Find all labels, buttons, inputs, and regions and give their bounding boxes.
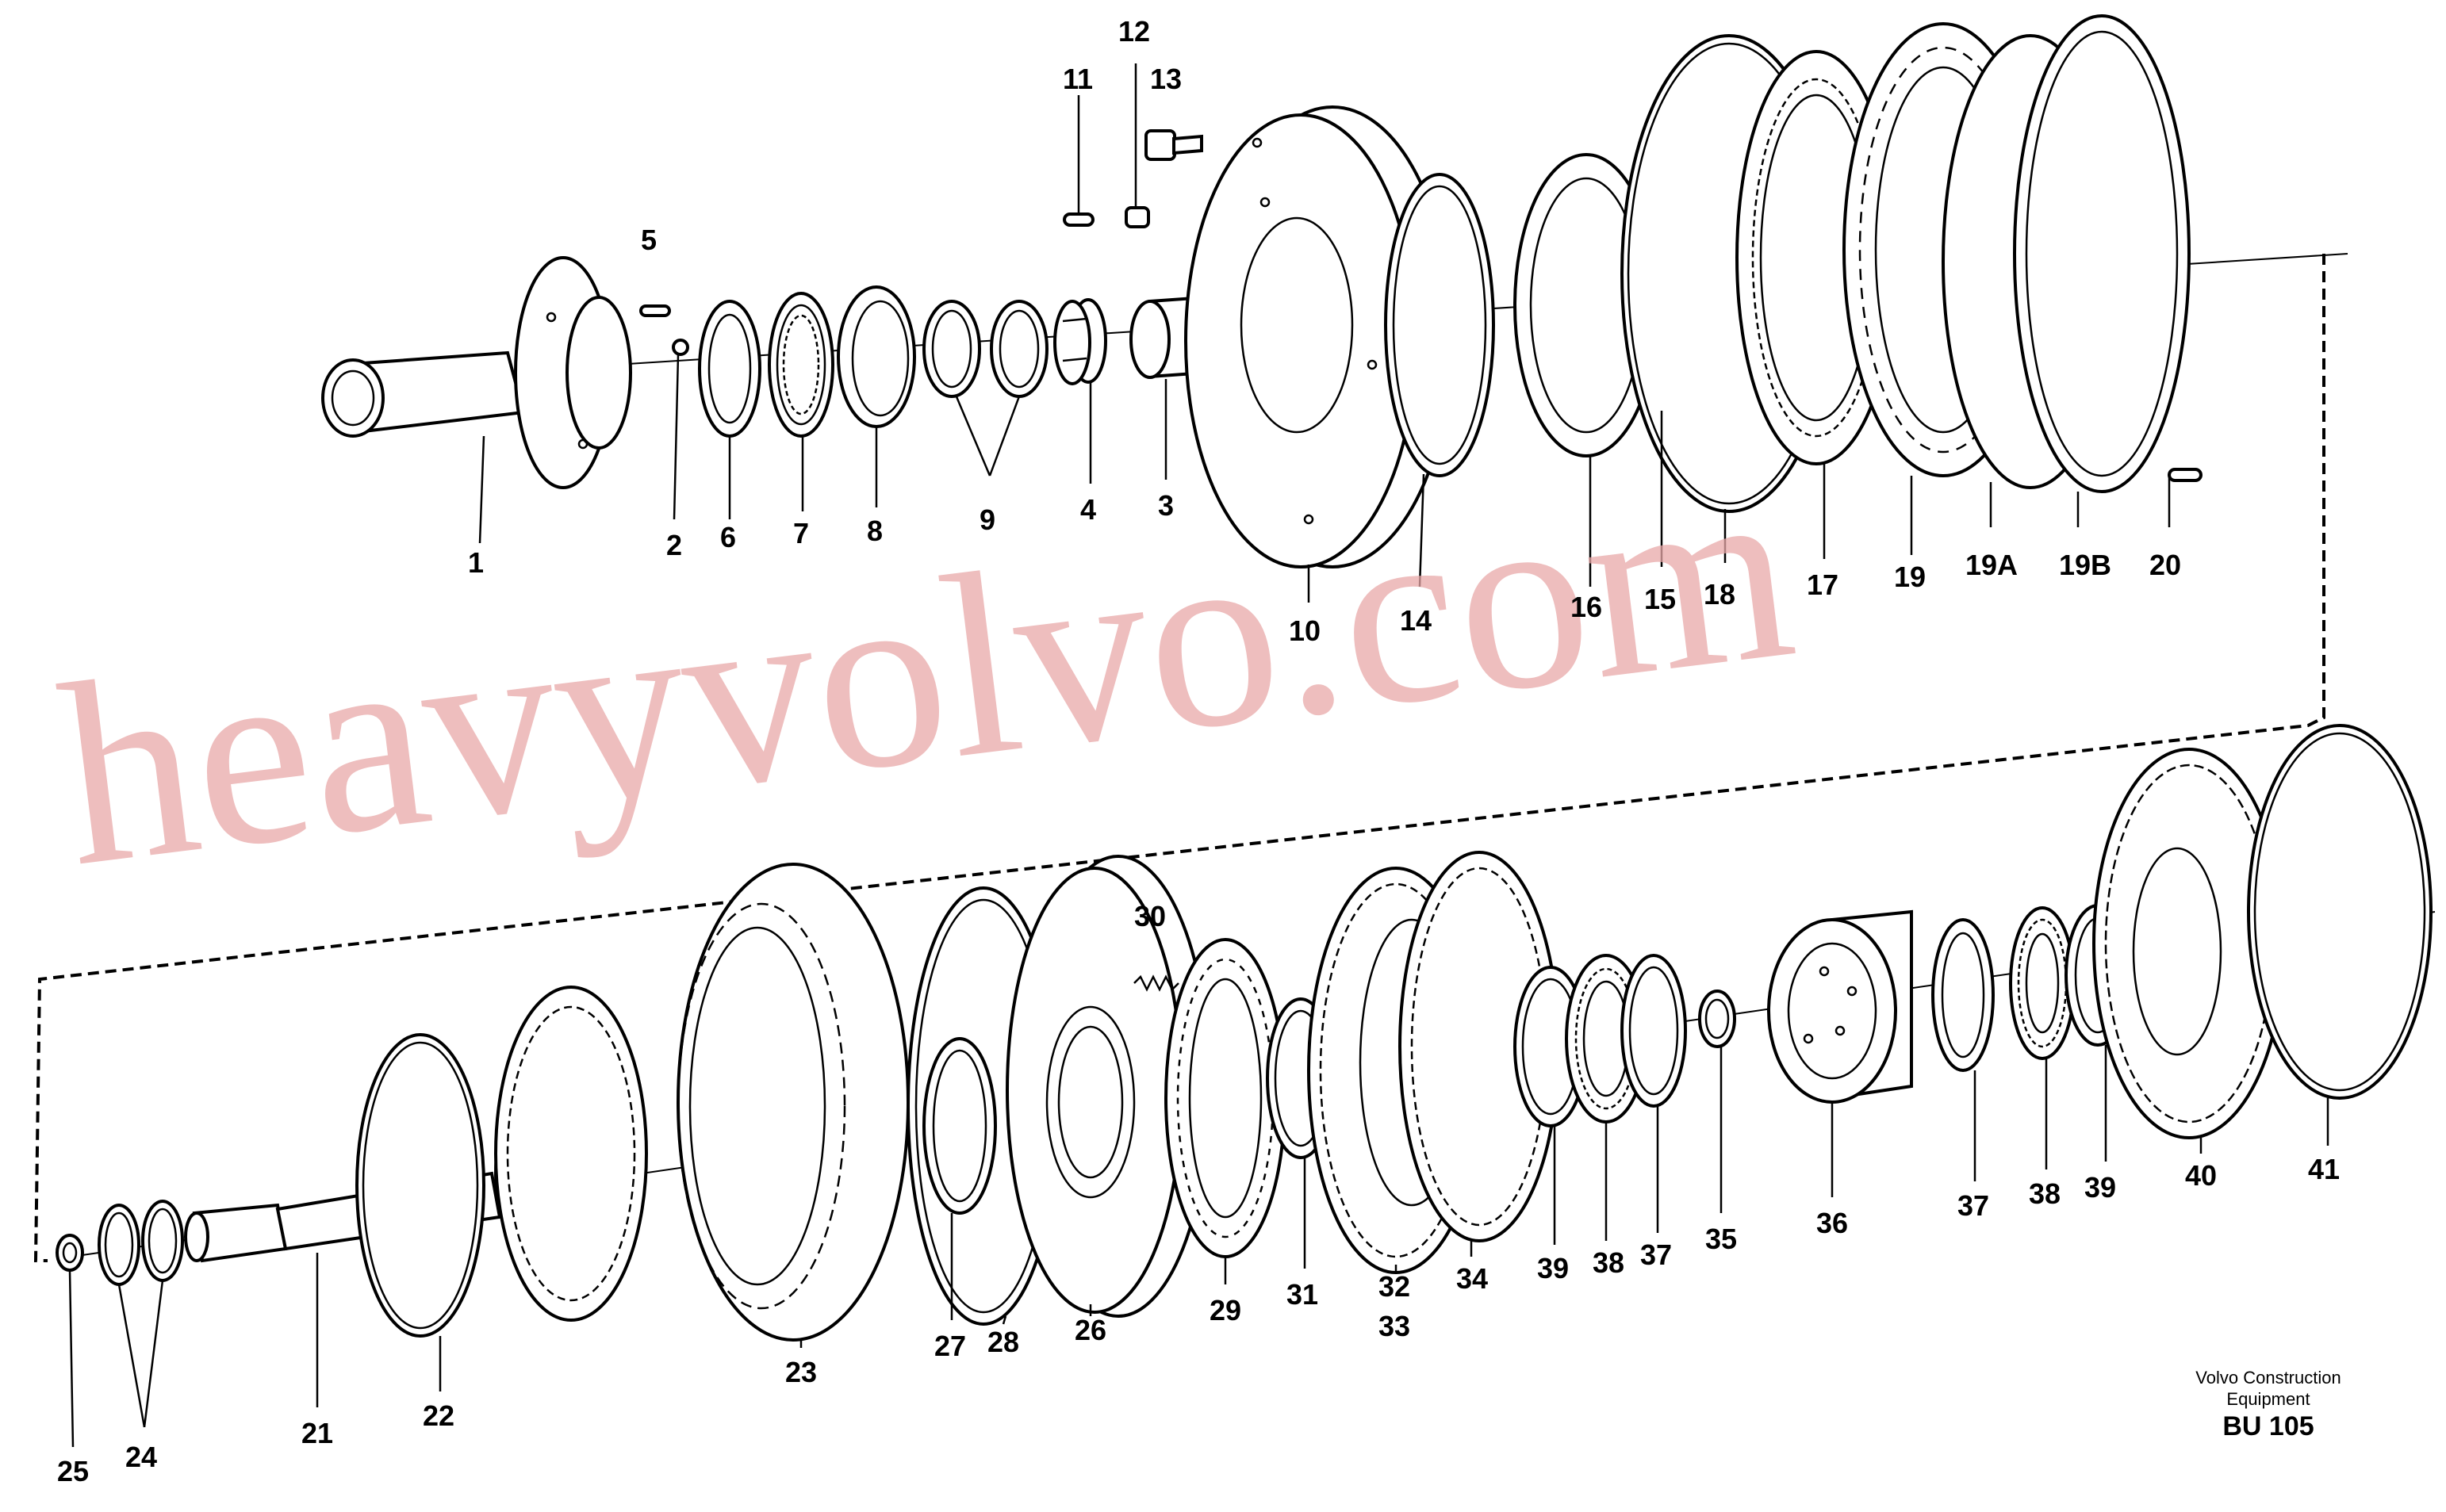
callout-39: 39 <box>1537 1252 1569 1284</box>
callout-6: 6 <box>720 521 736 553</box>
footer-block: Volvo Construction Equipment BU 105 <box>2195 1368 2341 1441</box>
callout-30: 30 <box>1134 900 1166 932</box>
part-2-ball <box>672 339 689 356</box>
watermark-text: heavyvolvo.com <box>47 422 1806 921</box>
callout-1: 1 <box>468 546 484 579</box>
part-19B-ring <box>2013 14 2191 493</box>
callout-29: 29 <box>1210 1294 1241 1326</box>
part-20-pin <box>2168 468 2203 482</box>
part-12-sleeve <box>1125 206 1150 228</box>
brand-line-1: Volvo Construction <box>2195 1368 2341 1388</box>
callout-4: 4 <box>1080 493 1096 526</box>
callout-12: 12 <box>1118 15 1150 48</box>
part-36-clutch-hub <box>1767 909 1913 1104</box>
callout-25: 25 <box>57 1455 89 1487</box>
callout-39-right: 39 <box>2084 1171 2116 1204</box>
callout-26: 26 <box>1075 1314 1106 1346</box>
callout-22: 22 <box>423 1399 454 1432</box>
callout-37: 37 <box>1957 1189 1989 1222</box>
part-24-rings <box>98 1200 184 1286</box>
callout-32: 32 <box>1378 1270 1410 1303</box>
callout-19B: 19B <box>2059 549 2111 581</box>
part-25-ring <box>56 1234 84 1272</box>
callout-9: 9 <box>980 503 995 536</box>
callout-41: 41 <box>2308 1153 2340 1185</box>
callout-38-lower: 38 <box>1593 1246 1624 1279</box>
assembly-connector-line <box>33 254 2325 1262</box>
part-30-spring <box>1133 974 1179 992</box>
callout-33: 33 <box>1378 1310 1410 1342</box>
lower-assembly <box>56 724 2436 1448</box>
part-13-bolt <box>1144 129 1203 161</box>
callout-16: 16 <box>1570 591 1602 623</box>
part-37-ring <box>1620 954 1687 1108</box>
callout-10: 10 <box>1289 614 1321 647</box>
callout-7: 7 <box>793 517 809 549</box>
callout-40: 40 <box>2185 1159 2217 1192</box>
upper-assembly <box>321 14 2348 603</box>
part-35-ring <box>1698 989 1736 1048</box>
part-41-snap-ring <box>2247 724 2433 1100</box>
part-7-bearing-ring <box>768 292 834 438</box>
callout-15: 15 <box>1644 583 1676 615</box>
callout-14: 14 <box>1400 604 1432 637</box>
callout-37-lower: 37 <box>1640 1238 1672 1271</box>
callout-34: 34 <box>1456 1262 1488 1295</box>
part-1-shaft-flange <box>321 256 632 489</box>
part-37-ring-right <box>1931 918 1995 1072</box>
callout-38: 38 <box>2029 1177 2061 1210</box>
callout-19: 19 <box>1894 561 1926 593</box>
part-11-pin <box>1063 212 1095 227</box>
part-5-pin <box>639 304 671 317</box>
part-8-ring <box>837 285 916 428</box>
callout-18: 18 <box>1704 578 1735 611</box>
brand-line-2: Equipment <box>2226 1389 2310 1409</box>
callout-31: 31 <box>1286 1278 1318 1311</box>
callout-5: 5 <box>641 224 657 256</box>
part-22-snap-ring <box>355 1033 485 1338</box>
callout-28: 28 <box>987 1326 1019 1358</box>
callout-11: 11 <box>1063 63 1093 95</box>
callout-23: 23 <box>785 1356 817 1388</box>
callout-labels: 1 2 3 4 5 6 7 8 9 10 11 12 13 14 15 16 1… <box>57 15 2340 1487</box>
drawing-code: BU 105 <box>2222 1411 2314 1441</box>
part-6-ring <box>698 300 761 438</box>
callout-20: 20 <box>2149 549 2181 581</box>
part-10-housing-plate <box>1184 105 1453 568</box>
callout-21: 21 <box>301 1417 333 1449</box>
callout-36: 36 <box>1816 1207 1848 1239</box>
part-38-bearing-right <box>2009 906 2076 1060</box>
callout-27: 27 <box>934 1330 966 1362</box>
callout-17: 17 <box>1807 568 1838 601</box>
callout-8: 8 <box>867 515 883 547</box>
part-4-needle-bearing <box>1053 298 1107 385</box>
part-21-gear <box>494 986 648 1322</box>
part-27-ring <box>922 1037 997 1215</box>
callout-13: 13 <box>1150 63 1182 95</box>
callout-3: 3 <box>1158 489 1174 522</box>
part-9-o-rings <box>922 300 1049 398</box>
part-23-ring-gear <box>677 863 910 1342</box>
upper-leader-lines <box>478 63 2171 603</box>
lower-leader-lines <box>68 1045 2329 1448</box>
callout-2: 2 <box>666 529 682 561</box>
part-14-ring <box>1384 173 1495 477</box>
callout-35: 35 <box>1705 1223 1737 1255</box>
callout-24: 24 <box>125 1441 157 1473</box>
callout-19A: 19A <box>1965 549 2018 581</box>
